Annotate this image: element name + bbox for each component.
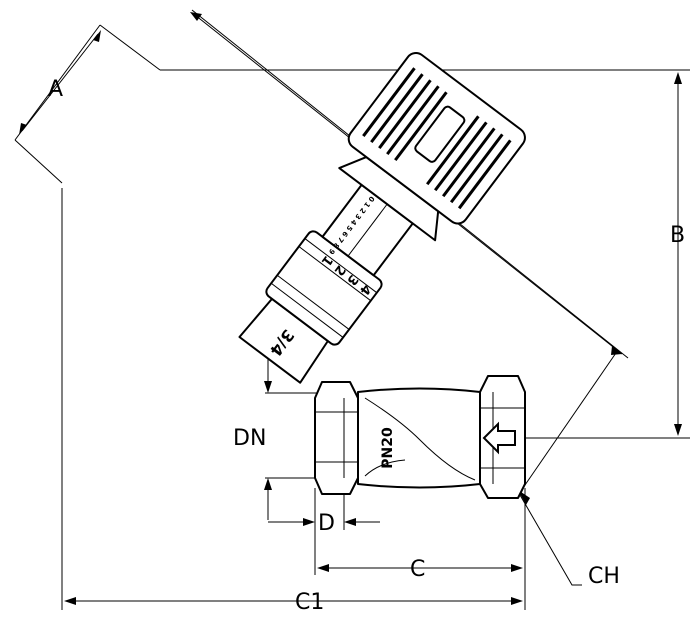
valve-body xyxy=(314,375,526,499)
label-dn: DN xyxy=(233,426,266,451)
dimension-lines xyxy=(14,9,690,610)
label-a: A xyxy=(48,77,63,102)
label-b: B xyxy=(670,223,685,248)
label-d: D xyxy=(318,511,335,536)
bonnet-assembly xyxy=(238,51,526,384)
label-c: C xyxy=(410,557,425,582)
label-c1: C1 xyxy=(295,590,324,615)
label-ch: CH xyxy=(588,564,620,589)
pressure-engraving: PN20 xyxy=(380,427,396,469)
